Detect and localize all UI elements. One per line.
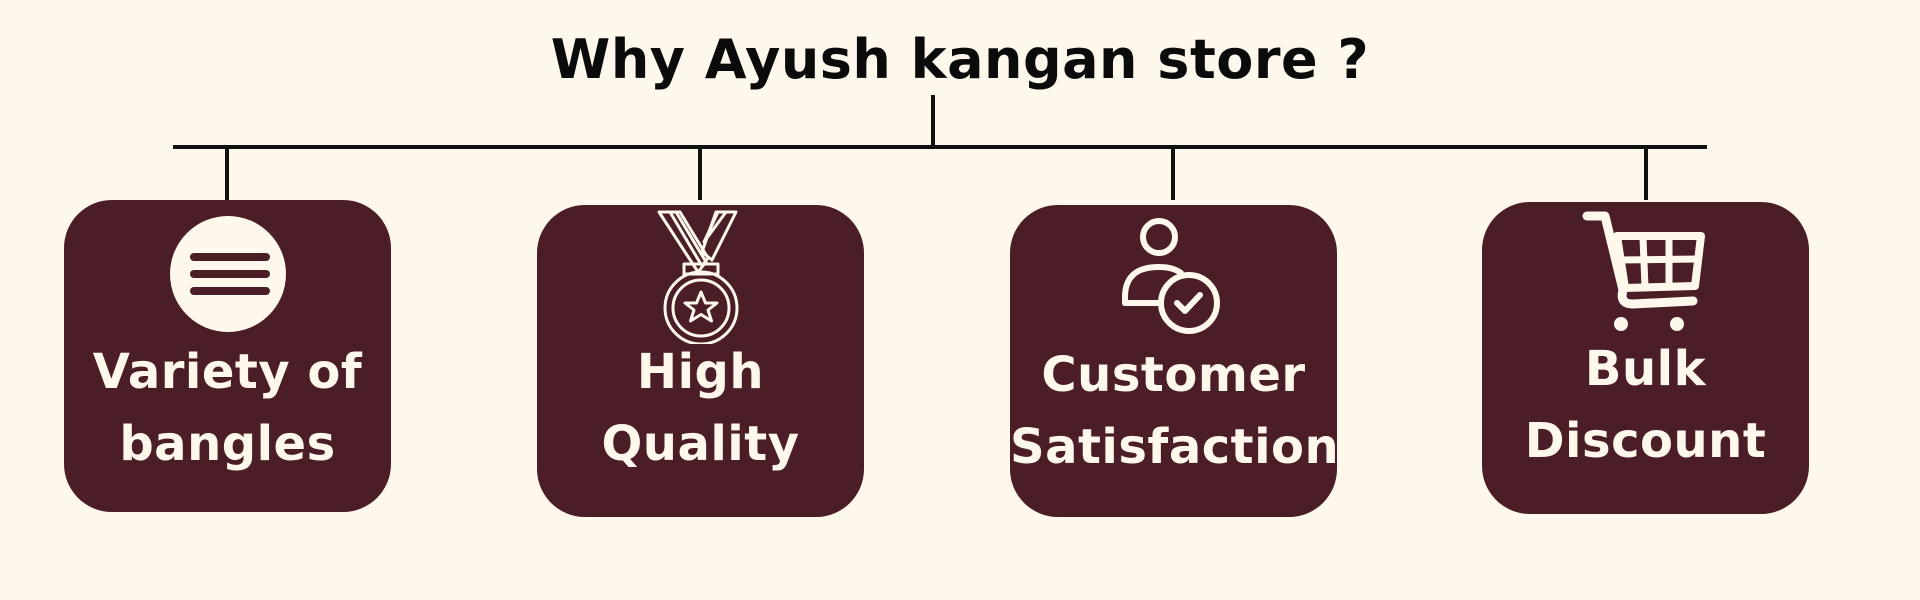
card-label-line-2: Satisfaction bbox=[1010, 419, 1340, 475]
card-label: High Quality bbox=[537, 336, 864, 480]
medal-star-icon bbox=[537, 210, 864, 344]
connector-branch-1 bbox=[225, 145, 229, 200]
connector-branch-4 bbox=[1644, 145, 1648, 200]
connector-branch-2 bbox=[698, 145, 702, 200]
connector-trunk bbox=[931, 95, 935, 147]
card-label: Variety of bangles bbox=[64, 336, 391, 480]
card-label-line-1: Bulk bbox=[1584, 341, 1707, 397]
connector-branch-3 bbox=[1171, 145, 1175, 200]
shopping-cart-icon bbox=[1482, 210, 1809, 336]
card-high-quality: High Quality bbox=[537, 205, 864, 517]
user-check-icon bbox=[1010, 217, 1337, 339]
connector-horizontal bbox=[173, 145, 1707, 149]
card-label-line-1: Customer bbox=[1041, 347, 1306, 403]
card-label-line-1: High bbox=[636, 344, 765, 400]
page-title: Why Ayush kangan store ? bbox=[550, 28, 1370, 91]
card-label-line-2: Discount bbox=[1524, 413, 1767, 469]
card-label-line-2: Quality bbox=[601, 416, 800, 472]
card-bulk-discount: Bulk Discount bbox=[1482, 202, 1809, 514]
card-label-line-2: bangles bbox=[119, 416, 336, 472]
card-customer-satisfaction: Customer Satisfaction bbox=[1010, 205, 1340, 517]
card-variety-of-bangles: Variety of bangles bbox=[64, 200, 391, 512]
card-label: Customer Satisfaction bbox=[1010, 339, 1340, 483]
bangles-stack-icon bbox=[64, 216, 391, 332]
card-label: Bulk Discount bbox=[1482, 333, 1809, 477]
card-label-line-1: Variety of bbox=[92, 344, 363, 400]
